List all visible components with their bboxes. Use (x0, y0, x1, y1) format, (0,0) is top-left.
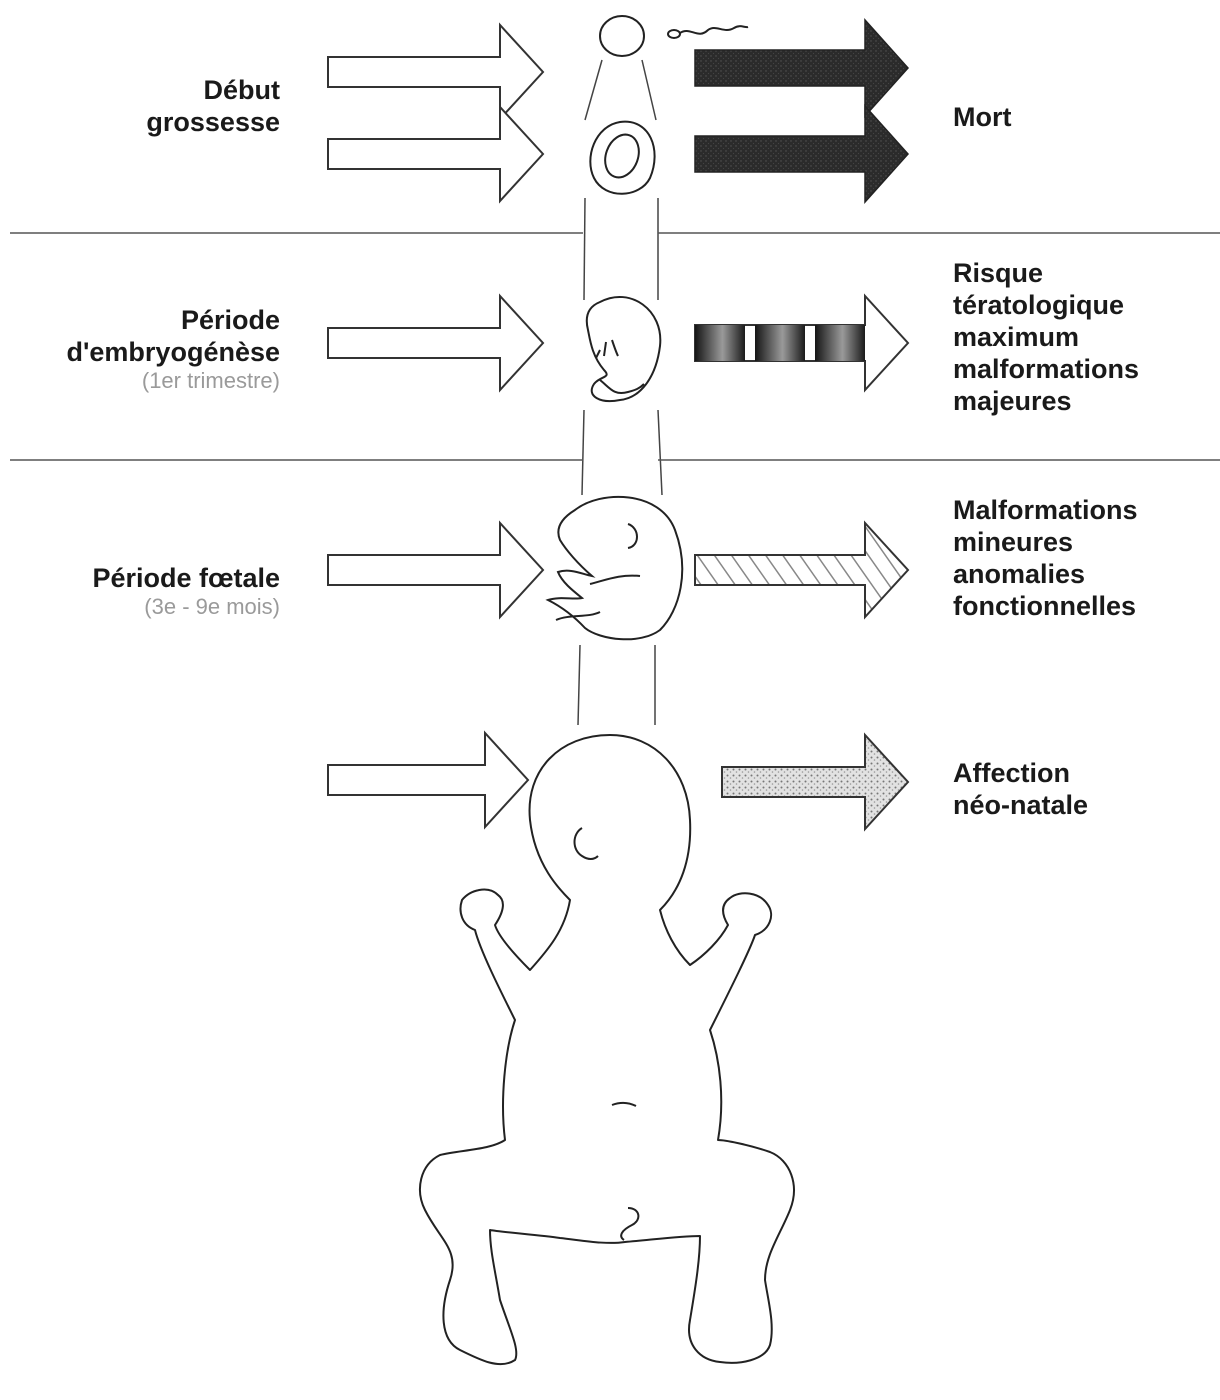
input-arrow-5 (328, 733, 528, 827)
effect-arrow-neonatal (722, 735, 908, 829)
effect-label-foetal: Malformations mineures anomalies fonctio… (953, 494, 1138, 622)
effect-label-teratogenic: Risque tératologique maximum malformatio… (953, 257, 1139, 417)
label-line: Période fœtale (92, 562, 280, 594)
label-line: grossesse (146, 106, 280, 138)
label-line: Mort (953, 101, 1011, 133)
fetus-illustration (548, 497, 682, 639)
label-line: néo-natale (953, 789, 1088, 821)
stage-label-debut: Début grossesse (146, 74, 280, 138)
effect-label-neonatal: Affection néo-natale (953, 757, 1088, 821)
effect-arrow-foetal (695, 523, 908, 617)
label-line: malformations (953, 353, 1139, 385)
stage-label-embryo: Période d'embryogénèse (1er trimestre) (67, 304, 281, 394)
label-line: anomalies (953, 558, 1138, 590)
stage-sublabel: (3e - 9e mois) (92, 594, 280, 620)
input-arrow-2 (328, 107, 543, 201)
embryo-illustration (587, 297, 661, 401)
stage-label-foetal: Période fœtale (3e - 9e mois) (92, 562, 280, 620)
input-arrow-4 (328, 523, 543, 617)
effect-arrow-death-2 (695, 106, 908, 202)
input-arrow-1 (328, 25, 543, 119)
label-line: Risque (953, 257, 1139, 289)
blastocyst-illustration (590, 122, 654, 194)
label-line: d'embryogénèse (67, 336, 281, 368)
label-line: mineures (953, 526, 1138, 558)
label-line: Malformations (953, 494, 1138, 526)
label-line: Affection (953, 757, 1088, 789)
effect-arrow-teratogenic (695, 296, 908, 390)
effect-label-death: Mort (953, 101, 1011, 133)
label-line: maximum (953, 321, 1139, 353)
label-line: Début (146, 74, 280, 106)
input-arrow-3 (328, 296, 543, 390)
label-line: majeures (953, 385, 1139, 417)
label-line: fonctionnelles (953, 590, 1138, 622)
label-line: tératologique (953, 289, 1139, 321)
effect-arrow-death-1 (695, 20, 908, 116)
baby-illustration (420, 735, 794, 1364)
stage-sublabel: (1er trimestre) (67, 368, 281, 394)
label-line: Période (67, 304, 281, 336)
